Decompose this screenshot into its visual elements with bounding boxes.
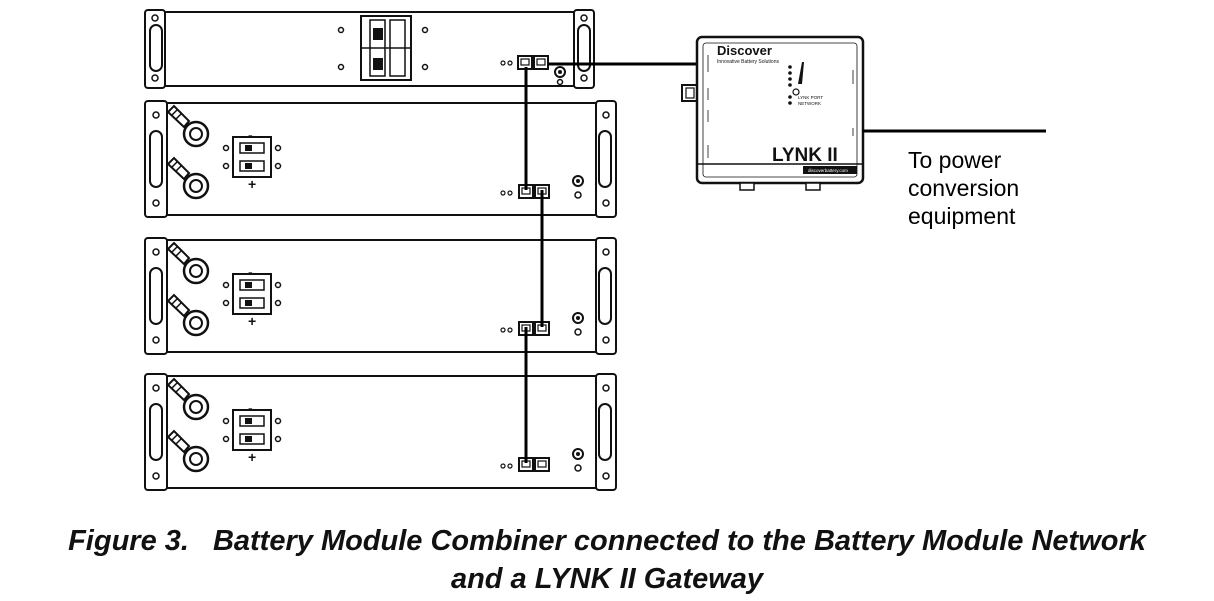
figure-label: Figure 3. xyxy=(68,525,189,557)
gateway-tagline: Innovative Battery Solutions xyxy=(717,59,779,65)
gateway-website: discoverbattery.com xyxy=(808,168,848,173)
neg-terminal-label-2: - xyxy=(248,264,253,280)
callout-line: conversion xyxy=(908,175,1020,201)
battery-module-1 xyxy=(145,101,616,217)
battery-module-3 xyxy=(145,374,616,490)
battery-module-2 xyxy=(145,238,616,354)
gateway-model: LYNK II xyxy=(772,145,838,166)
pos-terminal-label-3: + xyxy=(248,449,256,465)
power-conversion-callout: To power conversion equipment xyxy=(908,146,1019,230)
lynk-ii-gateway: Discover Innovative Battery Solutions LY… xyxy=(681,35,865,191)
figure-caption: Figure 3. Battery Module Combiner connect… xyxy=(0,522,1214,598)
lynk-port-status-label: LYNK PORT xyxy=(798,95,823,100)
network-status-label: NETWORK xyxy=(798,101,821,106)
neg-terminal-label-1: - xyxy=(248,127,253,143)
caption-line-2: and a LYNK II Gateway xyxy=(450,563,764,595)
network-cables xyxy=(524,62,697,463)
neg-terminal-label-3: - xyxy=(248,400,253,416)
callout-line: equipment xyxy=(908,203,1016,229)
caption-line-1: Battery Module Combiner connected to the… xyxy=(212,525,1146,557)
callout-line: To power xyxy=(908,147,1002,173)
pos-terminal-label-2: + xyxy=(248,313,256,329)
battery-module-combiner xyxy=(144,9,595,89)
pos-terminal-label-1: + xyxy=(248,176,256,192)
gateway-brand: Discover xyxy=(717,43,772,58)
